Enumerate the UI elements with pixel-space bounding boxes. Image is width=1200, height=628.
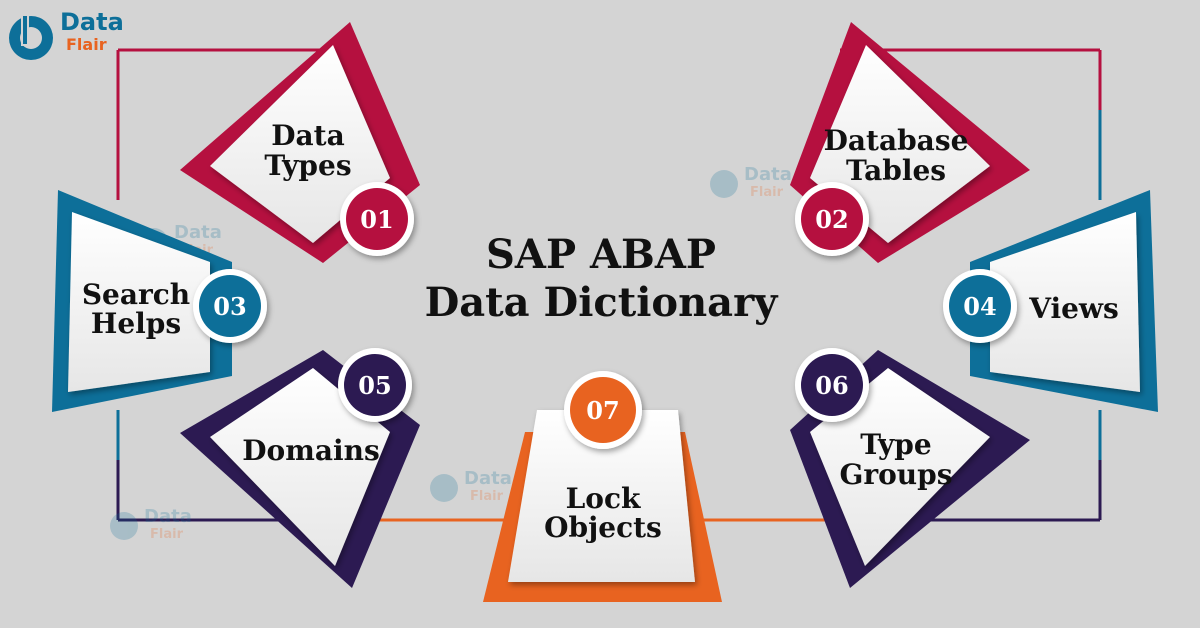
logo-line1: Data [60,8,124,36]
item-02-number: 02 [815,205,848,234]
item-06-label-1: Type [860,428,931,461]
item-02-label-2: Tables [846,154,946,187]
item-domains: Domains 05 [180,348,420,588]
item-07-label-2: Objects [544,511,662,544]
item-06-badge [801,354,863,416]
item-06-card [810,368,990,566]
item-database-tables: Database Tables 02 [790,22,1030,263]
item-05-card [210,368,390,566]
watermark-4: Data Flair [430,468,512,504]
item-07-label-1: Lock [566,482,641,515]
item-04-label-1: Views [1028,292,1119,325]
item-03-number: 03 [213,292,246,321]
logo: Data Flair [9,8,124,60]
item-04-card [990,212,1140,392]
item-05-label-1: Domains [242,434,379,467]
svg-text:Flair: Flair [150,527,184,542]
item-01-label-1: Data [271,119,345,152]
svg-text:Data: Data [464,468,512,489]
item-06-number: 06 [815,371,848,400]
central-title: SAP ABAP Data Dictionary [425,231,780,326]
item-05-badge [344,354,406,416]
svg-text:Data: Data [174,222,222,243]
item-01-card [210,45,390,243]
item-lock-objects: Lock Objects 07 [483,371,722,602]
item-01-number: 01 [360,205,393,234]
item-01-label-2: Types [264,149,351,182]
item-03-label-2: Helps [91,307,181,340]
watermark-5: Data Flair [110,506,192,542]
item-04-number: 04 [963,292,996,321]
item-07-card [508,410,695,582]
item-type-groups: Type Groups 06 [790,348,1030,588]
item-data-types: Data Types 01 [180,22,420,263]
watermark-1: Data Flair [710,164,792,200]
item-06-label-2: Groups [839,458,952,491]
logo-line2: Flair [66,35,107,54]
item-05-number: 05 [358,371,391,400]
svg-text:Flair: Flair [750,185,784,200]
item-02-badge [801,188,863,250]
svg-text:Data: Data [744,164,792,185]
title-line1: SAP ABAP [486,231,716,278]
item-views: Views 04 [943,190,1158,412]
svg-text:Data: Data [144,506,192,527]
svg-text:Flair: Flair [470,489,504,504]
item-01-badge [346,188,408,250]
item-04-badge [949,275,1011,337]
item-07-badge [570,377,636,443]
item-03-label-1: Search [82,278,190,311]
item-07-number: 07 [586,396,619,425]
item-03-card [68,212,210,392]
item-search-helps: Search Helps 03 [52,190,267,412]
item-02-label-1: Database [824,124,969,157]
item-03-badge [199,275,261,337]
logo-icon [9,14,53,60]
title-line2: Data Dictionary [425,279,780,326]
